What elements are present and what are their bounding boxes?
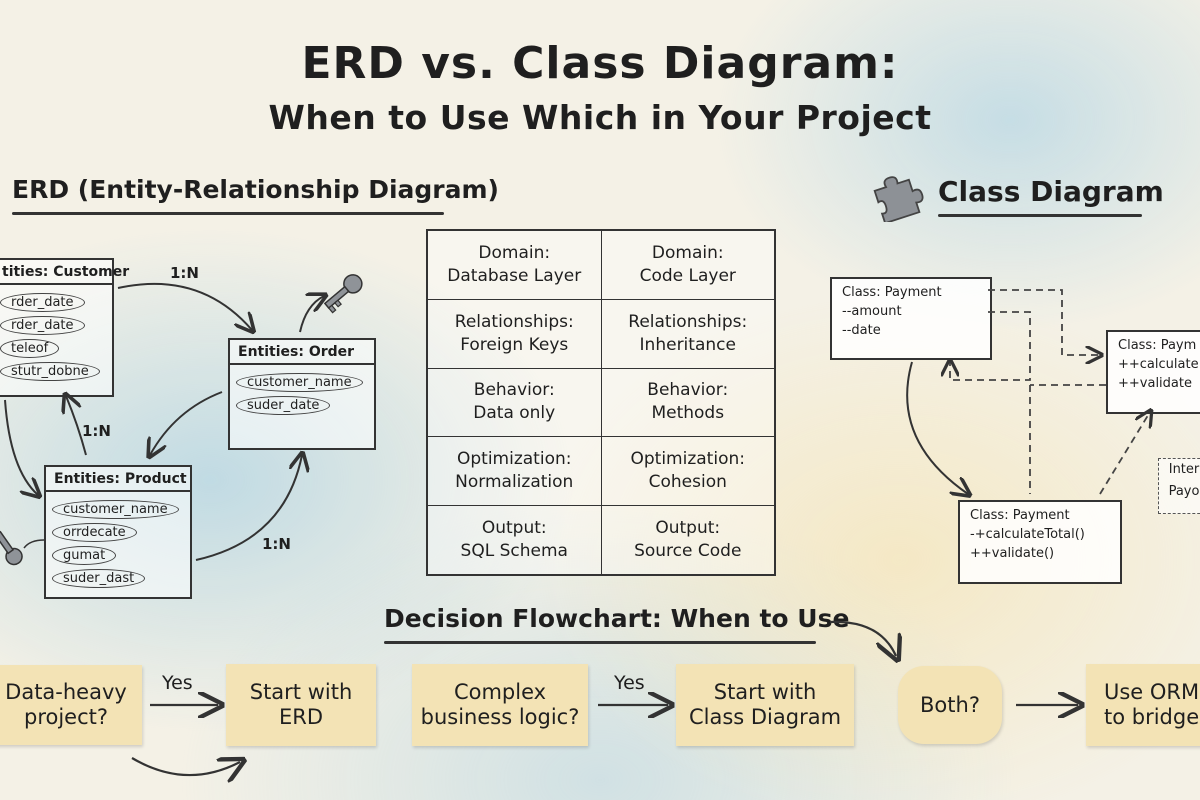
table-row: Output:SQL Schema Output:Source Code bbox=[426, 505, 776, 576]
class-cell: Domain:Code Layer bbox=[600, 229, 776, 300]
class-cell: Output:Source Code bbox=[600, 505, 776, 576]
page-subtitle: When to Use Which in Your Project bbox=[268, 98, 932, 137]
yes-label: Yes bbox=[614, 672, 645, 694]
entity-customer: tities: Customer rder_date rder_date tel… bbox=[0, 258, 129, 397]
interface-label: Payo bbox=[1168, 484, 1200, 499]
entity-product-attr: customer_name bbox=[52, 500, 179, 519]
class-cell: Behavior:Methods bbox=[600, 367, 776, 438]
class-box-payment: Class: Payment --amount --date bbox=[830, 277, 992, 360]
class-method: -+calculateTotal() bbox=[970, 527, 1085, 542]
class-cell: Relationships:Inheritance bbox=[600, 298, 776, 369]
class-method: ++validate bbox=[1118, 376, 1192, 391]
entity-product-attr: suder_dast bbox=[52, 569, 146, 588]
class-box-payment: Class: Payment -+calculateTotal() ++vali… bbox=[958, 500, 1122, 584]
erd-heading-underline bbox=[12, 212, 444, 215]
entity-customer-attr: teleof bbox=[0, 339, 60, 358]
class-diagram-heading: Class Diagram bbox=[938, 175, 1164, 208]
flowchart-heading-underline bbox=[384, 641, 816, 644]
entity-product: Entities: Product customer_name orrdecat… bbox=[44, 465, 192, 599]
erd-cell: Output:SQL Schema bbox=[426, 505, 602, 576]
entity-product-title: Entities: Product bbox=[46, 467, 190, 492]
relation-label: 1:N bbox=[82, 422, 111, 440]
erd-cell: Relationships:Foreign Keys bbox=[426, 298, 602, 369]
entity-customer-attr: rder_date bbox=[0, 293, 85, 312]
entity-product-attr: gumat bbox=[52, 546, 117, 565]
erd-heading: ERD (Entity-Relationship Diagram) bbox=[12, 175, 499, 204]
relation-label: 1:N bbox=[262, 535, 291, 553]
class-method: ++calculate bbox=[1118, 357, 1199, 372]
interface-box: Inter Payo bbox=[1158, 458, 1200, 514]
table-row: Behavior:Data only Behavior:Methods bbox=[426, 367, 776, 438]
class-name: Class: Payment bbox=[970, 508, 1070, 523]
class-attribute: --date bbox=[842, 323, 881, 338]
class-name: Class: Paym bbox=[1118, 338, 1197, 353]
table-row: Domain:Database Layer Domain:Code Layer bbox=[426, 229, 776, 300]
class-attribute: --amount bbox=[842, 304, 902, 319]
yes-label: Yes bbox=[162, 672, 193, 694]
relation-label: 1:N bbox=[170, 264, 199, 282]
puzzle-piece-icon bbox=[873, 176, 924, 222]
erd-cell: Optimization:Normalization bbox=[426, 436, 602, 507]
comparison-table: Domain:Database Layer Domain:Code Layer … bbox=[426, 229, 776, 576]
class-name: Class: Payment bbox=[842, 285, 942, 300]
entity-order-title: Entities: Order bbox=[230, 340, 374, 365]
entity-customer-attr: rder_date bbox=[0, 316, 85, 335]
erd-cell: Domain:Database Layer bbox=[426, 229, 602, 300]
interface-label: Inter bbox=[1168, 462, 1200, 477]
class-method: ++validate() bbox=[970, 546, 1055, 561]
question-both: Both? bbox=[898, 666, 1002, 744]
class-heading-underline bbox=[938, 214, 1142, 217]
entity-order: Entities: Order customer_name suder_date bbox=[228, 338, 376, 450]
page-title: ERD vs. Class Diagram: bbox=[301, 38, 899, 89]
table-row: Relationships:Foreign Keys Relationships… bbox=[426, 298, 776, 369]
key-icon bbox=[0, 530, 23, 566]
entity-customer-title: tities: Customer bbox=[0, 260, 129, 285]
key-icon bbox=[323, 274, 363, 314]
erd-cell: Behavior:Data only bbox=[426, 367, 602, 438]
entity-customer-attr: stutr_dobne bbox=[0, 362, 100, 381]
class-box-payment: Class: Paym ++calculate ++validate bbox=[1106, 330, 1200, 414]
entity-order-attr: customer_name bbox=[236, 373, 363, 392]
entity-product-attr: orrdecate bbox=[52, 523, 137, 542]
entity-order-attr: suder_date bbox=[236, 396, 331, 415]
flowchart-heading: Decision Flowchart: When to Use bbox=[384, 604, 850, 633]
